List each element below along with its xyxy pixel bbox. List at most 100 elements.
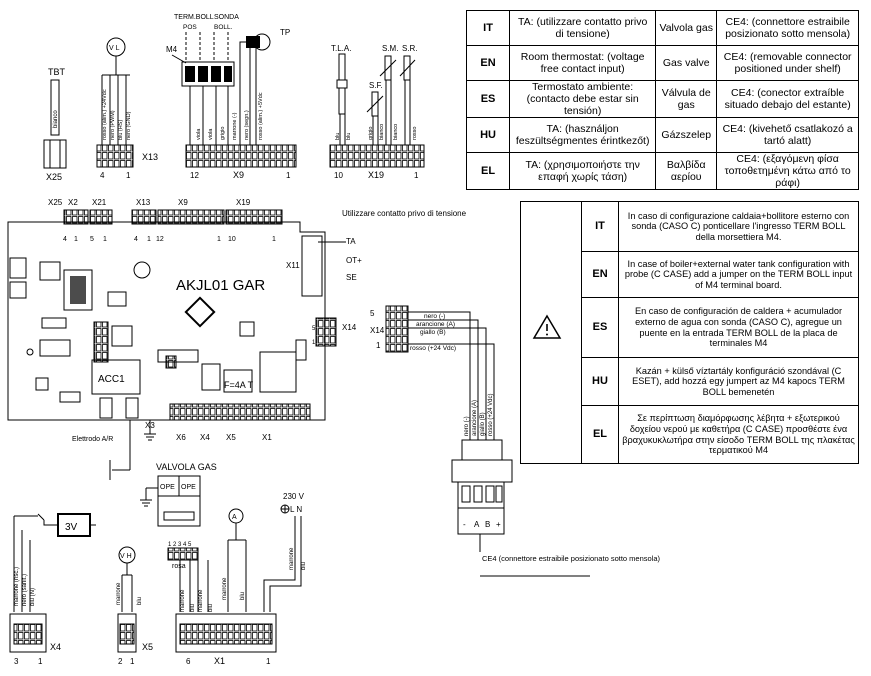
x5-wire-label: blu: [137, 597, 143, 605]
x9-label: X9: [233, 170, 244, 180]
three-way-valve: 3V marrone (risc.) nero (sanit.) blu (N)…: [9, 513, 96, 666]
legend-valve-cell: Gázszelep: [655, 117, 718, 154]
pin-num: 1: [147, 236, 151, 243]
pin-num: 12: [156, 236, 164, 243]
x13-wire-label: rosso (alim.) +24Vdc: [102, 89, 108, 140]
x19-wire-label: bianco: [393, 124, 399, 140]
note-text-cell: En caso de configuración de caldera + ac…: [618, 297, 859, 358]
tp-label: TP: [280, 28, 290, 37]
x4-pin-left: 3: [14, 657, 19, 666]
x14-wire-label: giallo (B): [420, 329, 446, 336]
x13-wire-label: blu (HS): [118, 120, 124, 140]
rosa-label: rosa: [172, 563, 186, 570]
x6-label: X6: [176, 433, 186, 442]
board-header-x19: X19: [236, 198, 251, 207]
x14-wiring-label: X14: [370, 326, 385, 335]
electrode-label: Elettrodo A/R: [72, 436, 113, 443]
mains-ln-label: L N: [290, 505, 302, 514]
x9-pin-left: 12: [190, 171, 199, 180]
x9-pin-right: 1: [286, 171, 291, 180]
x19-wire-label: grigio: [368, 127, 374, 140]
x13-wire-label: nero (GND): [126, 111, 132, 140]
x19-wire-label: blu: [346, 133, 352, 140]
note-lang-cell: EN: [581, 251, 619, 298]
valve-wire-label: blu: [240, 592, 246, 600]
x14-wire-label: arancione (A): [416, 321, 455, 328]
pin-num: 4: [134, 236, 138, 243]
legend-ce4-cell: CE4: (εξαγόμενη φίσα τοποθετημένη κάτω α…: [716, 152, 859, 191]
pin-num: 1: [74, 236, 78, 243]
sm-label: S.M.: [382, 44, 398, 53]
x4-wire-label: marrone (risc.): [14, 567, 20, 606]
legend-valve-cell: Gas valve: [655, 45, 718, 81]
se-label: SE: [346, 273, 357, 282]
tbt-label: TBT: [48, 67, 66, 77]
x14-wire-label: rosso (+24 Vdc): [410, 345, 456, 352]
sr-label: S.R.: [402, 44, 418, 53]
board-model-label: AKJL01 GAR: [176, 277, 265, 294]
sf-label: S.F.: [369, 81, 383, 90]
x4-label: X4: [50, 642, 61, 652]
x11-label: X11: [286, 261, 300, 270]
x19-wire-label: blu: [335, 133, 341, 140]
ce4-pin: +: [496, 520, 501, 529]
ce4-wire-label: rosso (+24 Vdc): [488, 393, 494, 436]
a-label: A: [232, 514, 237, 521]
note-text-cell: In caso di configurazione caldaia+bollit…: [618, 201, 859, 252]
note-lang-cell: HU: [581, 357, 619, 406]
legend-ce4-cell: CE4: (removable connector positioned und…: [716, 45, 859, 81]
legend-ta-cell: Termostato ambiente: (contacto debe esta…: [509, 79, 657, 119]
x9-wire-label: nero (segn.): [244, 110, 250, 140]
pin-num: 4: [63, 236, 67, 243]
legend-ce4-cell: CE4: (conector extraíble situado debajo …: [716, 79, 859, 119]
x9-wire-label: viola: [208, 128, 214, 140]
x1-wire-label: marrone: [198, 589, 204, 612]
ce4-pin: A: [474, 520, 480, 529]
x1-wire-label: blu: [208, 604, 214, 612]
tbt-sensor: TBT bianco X25: [43, 67, 67, 182]
x5-label: X5: [142, 642, 153, 652]
x9-wire-label: viola: [196, 128, 202, 140]
x13-pin-left: 4: [100, 171, 105, 180]
x1-pin-left: 6: [186, 657, 191, 666]
board-header-x9: X9: [178, 198, 188, 207]
x5-pin-right: 1: [130, 657, 135, 666]
legend-ta-cell: TA: (használjon feszültségmentes érintke…: [509, 117, 657, 154]
x13-label: X13: [142, 152, 158, 162]
boll-label: BOLL.: [214, 24, 233, 31]
sonda-label: SONDA: [214, 14, 239, 21]
x4-wire-label: nero (sanit.): [22, 574, 28, 606]
note-text-cell: Σε περίπτωση διαμόρφωσης λέβητα + εξωτερ…: [618, 405, 859, 464]
x19-sensors: T.L.A. S.M. S.R. S.F. blu blu grigio bia…: [329, 44, 425, 180]
control-board: X25 X2 X21 X13 X9 X19 4 1 5 1 4 1 12 1 1…: [7, 198, 467, 480]
bottom-components: VALVOLA GAS OPE OPE 1 2 3 4 5 rosa A mar…: [9, 462, 307, 666]
x14-wiring: 5 X14 1 nero (-) arancione (A) giallo (B…: [370, 305, 661, 577]
legend-lang-cell: EL: [465, 152, 511, 191]
x14-pin1: 1: [312, 340, 316, 346]
x19-label: X19: [368, 170, 384, 180]
x14-wiring-pin5: 5: [370, 309, 375, 318]
x4-wire-label: blu (N): [30, 588, 36, 606]
tla-label: T.L.A.: [331, 44, 351, 53]
x5-wire-label: marrone: [116, 582, 122, 605]
pin-num: 10: [228, 236, 236, 243]
fuse-label: F=4A T: [224, 380, 254, 390]
acc1-label: ACC1: [98, 374, 125, 385]
legend-valve-cell: Valvola gas: [655, 10, 718, 46]
x25-label: X25: [46, 172, 62, 182]
board-header-x2: X2: [68, 198, 78, 207]
mains-voltage-label: 230 V: [283, 492, 305, 501]
legend-valve-cell: Válvula de gas: [655, 79, 718, 119]
ce4-pin: -: [463, 520, 466, 529]
x14-wiring-pin1: 1: [376, 341, 381, 350]
legend-valve-cell: Βαλβίδα αερίου: [655, 152, 718, 191]
valvola-gas-label: VALVOLA GAS: [156, 462, 217, 472]
x1-wire-label: blu: [190, 604, 196, 612]
